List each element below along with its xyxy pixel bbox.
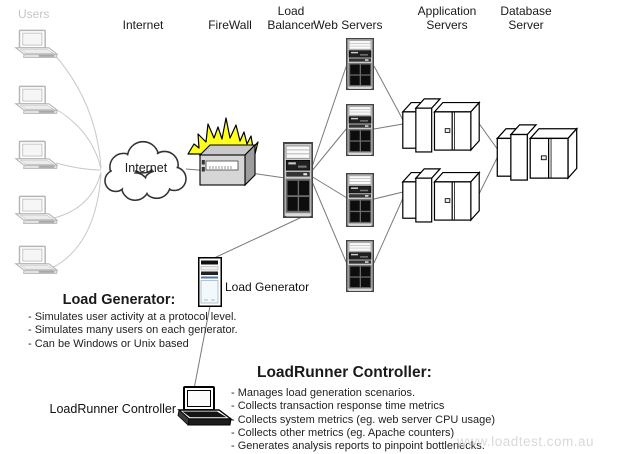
load-generator-label: Load Generator — [225, 280, 310, 294]
header-internet: Internet — [122, 18, 164, 32]
annotation-bullet: - Generates analysis reports to pinpoint… — [231, 440, 485, 453]
annotation-bullet: - Simulates many users on each generator… — [28, 324, 238, 337]
database-server-icon — [494, 120, 580, 182]
web-server-icon — [346, 173, 374, 227]
load-generator-annotation-list: - Simulates user activity at a protocol … — [28, 311, 238, 351]
loadrunner-controller-label: LoadRunner Controller — [49, 402, 176, 416]
annotation-bullet: - Collects system metrics (eg. web serve… — [231, 413, 496, 426]
user-laptop-icon — [14, 139, 58, 175]
loadrunner-controller-annotation-list: - Manages load generation scenarios. - C… — [231, 387, 495, 453]
loadrunner-controller-annotation-title: LoadRunner Controller: — [257, 364, 432, 381]
users-label: Users — [18, 7, 50, 21]
user-laptop-icon — [14, 84, 58, 120]
load-balancer-icon — [283, 142, 313, 218]
user-laptop-icon — [14, 194, 58, 230]
load-generator-annotation-title: Load Generator: — [62, 292, 176, 308]
user-connection-curves — [51, 51, 102, 269]
loadrunner-controller-laptop-icon — [176, 386, 234, 430]
annotation-bullet: - Can be Windows or Unix based — [28, 337, 189, 350]
backbone-connectors — [185, 63, 499, 390]
header-web-servers: Web Servers — [313, 18, 383, 32]
header-firewall: FireWall — [208, 18, 252, 32]
header-load-balancer: Load Balancer — [267, 4, 315, 32]
annotation-bullet: - Collects transaction response time met… — [231, 400, 445, 413]
internet-cloud-label: Internet — [124, 161, 168, 175]
annotation-bullet: - Manages load generation scenarios. — [231, 387, 416, 399]
web-server-icon — [346, 240, 374, 292]
header-database-server: Database Server — [500, 4, 552, 32]
web-server-icon — [346, 38, 374, 90]
user-laptop-icon — [14, 28, 58, 64]
annotation-bullet: - Collects other metrics (eg. Apache cou… — [231, 426, 455, 439]
site-watermark: www.loadtest.com.au — [457, 434, 595, 449]
header-application-servers: Application Servers — [417, 4, 477, 32]
annotation-bullet: - Simulates user activity at a protocol … — [28, 311, 237, 323]
web-server-icon — [346, 104, 374, 156]
application-server-icon — [400, 164, 482, 224]
application-server-icon — [400, 94, 482, 154]
user-laptop-icon — [14, 244, 58, 280]
firewall-icon — [184, 112, 260, 190]
